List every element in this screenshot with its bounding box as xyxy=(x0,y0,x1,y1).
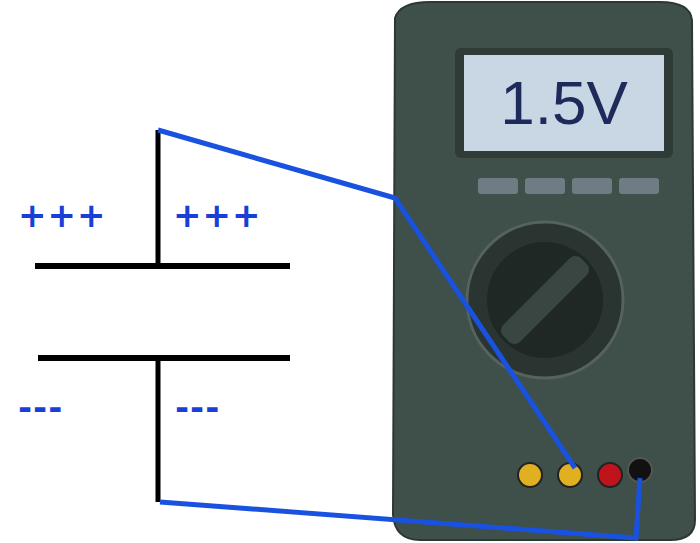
multimeter-body xyxy=(393,2,695,540)
jack xyxy=(558,463,582,487)
charge-sign: +++ xyxy=(18,198,106,232)
probe-wire xyxy=(158,130,575,468)
jack xyxy=(518,463,542,487)
charge-sign: --- xyxy=(175,390,220,424)
reading-value: 1.5V xyxy=(500,72,628,134)
jack xyxy=(598,463,622,487)
button xyxy=(478,178,518,194)
rotary-dial xyxy=(467,222,623,378)
dial-knob xyxy=(487,242,603,358)
capacitor-lead xyxy=(156,358,161,502)
display-bezel xyxy=(455,48,673,158)
capacitor-lead xyxy=(156,130,161,265)
button xyxy=(525,178,565,194)
probe-wire xyxy=(160,478,640,538)
display-screen: 1.5V xyxy=(464,55,664,151)
capacitor-plate xyxy=(35,263,290,269)
dial-pointer xyxy=(498,253,593,348)
capacitor-plate xyxy=(38,355,290,361)
button xyxy=(619,178,659,194)
charge-sign: +++ xyxy=(173,198,261,232)
button xyxy=(572,178,612,194)
charge-sign: --- xyxy=(18,390,63,424)
